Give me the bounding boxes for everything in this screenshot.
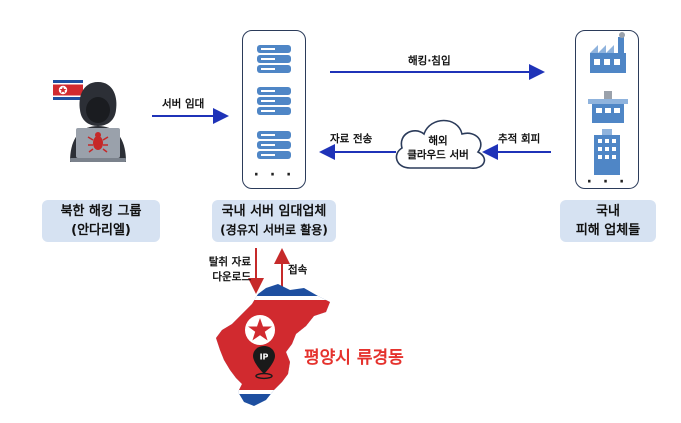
server-company-note: (경유지 서버로 활용) [220,223,328,237]
tower-building-icon [594,129,620,175]
stolen-download-label-2: 다운로드 [212,271,251,283]
data-transfer-label: 자료 전송 [330,133,373,145]
location-pin-icon [253,346,275,380]
victims-line2: 피해 업체들 [575,223,641,238]
pin-label: IP [260,353,269,362]
server-company-label: 국내 서버 임대업체 (경유지 서버로 활용) [212,200,336,242]
server-rental-label: 서버 임대 [162,98,205,110]
north-korea-flag-icon [53,80,83,100]
cloud-line1: 해외 [428,135,448,147]
cloud-line2: 클라우드 서버 [407,149,469,161]
hacker-group-name: 북한 해킹 그룹 [60,204,142,219]
cloud-icon [395,119,486,169]
hacker-group-alias: (안다리엘) [71,223,131,238]
victims-label: 국내 피해 업체들 [560,200,656,242]
server-panel: · · · [242,30,306,189]
north-korea-map: IP [208,282,336,410]
hacker-icon [48,70,148,165]
trace-evasion-label: 추적 회피 [498,133,541,145]
hacking-label: 해킹·침입 [408,55,451,67]
stolen-download-label-1: 탈취 자료 [208,256,251,268]
server-ellipsis: · · · [253,167,295,183]
office-building-icon [588,91,628,123]
server-company-name: 국내 서버 임대업체 [221,204,327,219]
server-rack-icon [257,45,291,159]
victims-panel: · · · [575,30,639,190]
bug-icon [87,132,109,153]
victims-line1: 국내 [596,204,620,219]
location-name: 평양시 류경동 [304,348,404,368]
factory-icon [590,32,626,73]
hacker-group-label: 북한 해킹 그룹 (안다리엘) [42,200,160,242]
access-label: 접속 [288,264,308,276]
victims-ellipsis: · · · [586,174,628,190]
